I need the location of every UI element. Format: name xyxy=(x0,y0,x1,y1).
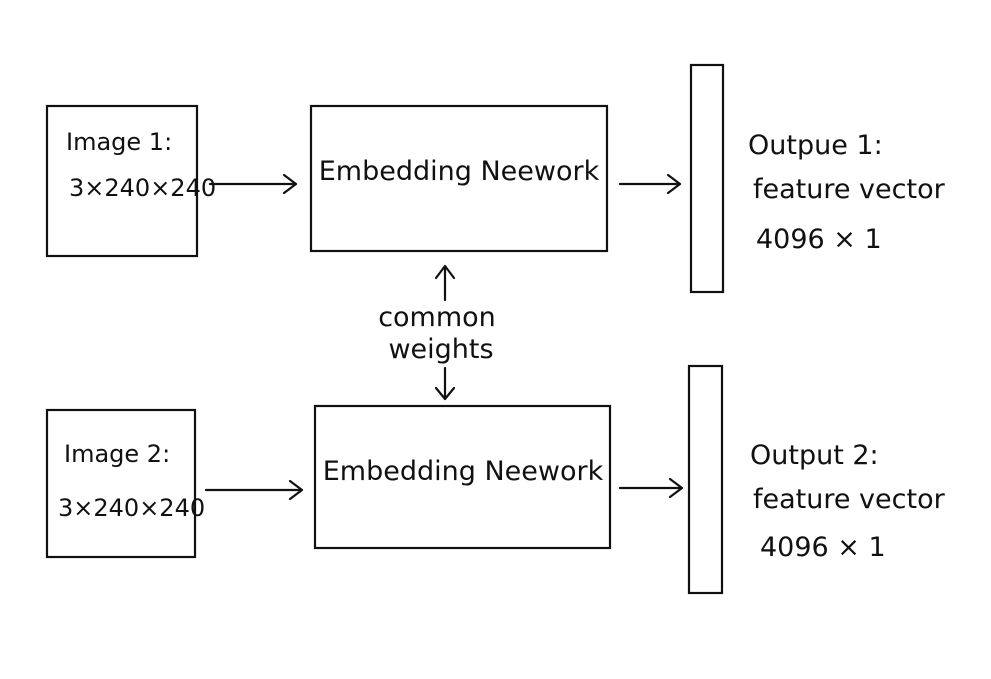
input-title-2: Image 2: xyxy=(64,440,170,468)
embedding-network-label-2: Embedding Neework xyxy=(323,456,604,487)
output-desc-2: feature vector xyxy=(753,484,946,515)
output-title-1: Outpue 1: xyxy=(748,130,883,161)
arrow-network-to-output-2 xyxy=(618,477,684,499)
feature-vector-bar-1 xyxy=(689,63,725,294)
shared-weights-line-1: common xyxy=(378,302,496,333)
shared-weights-line-2: weights xyxy=(388,334,493,365)
embedding-network-label-1: Embedding Neework xyxy=(319,156,600,187)
input-title-1: Image 1: xyxy=(66,128,172,156)
output-title-2: Output 2: xyxy=(750,440,879,471)
embedding-network-box-2 xyxy=(313,404,612,550)
arrow-weights-down xyxy=(434,366,456,401)
output-dims-1: 4096 × 1 xyxy=(756,224,882,255)
input-box-2 xyxy=(45,408,197,559)
arrow-network-to-output-1 xyxy=(618,173,682,195)
output-desc-1: feature vector xyxy=(753,174,946,205)
embedding-network-box-1 xyxy=(309,104,609,253)
arrow-input-to-network-2 xyxy=(204,479,304,501)
input-dims-2: 3×240×240 xyxy=(58,494,205,522)
feature-vector-bar-2 xyxy=(687,364,724,595)
input-box-1 xyxy=(45,104,199,258)
arrow-weights-up xyxy=(434,264,456,302)
output-dims-2: 4096 × 1 xyxy=(760,532,886,563)
arrow-input-to-network-1 xyxy=(208,173,298,195)
input-dims-1: 3×240×240 xyxy=(69,174,216,202)
